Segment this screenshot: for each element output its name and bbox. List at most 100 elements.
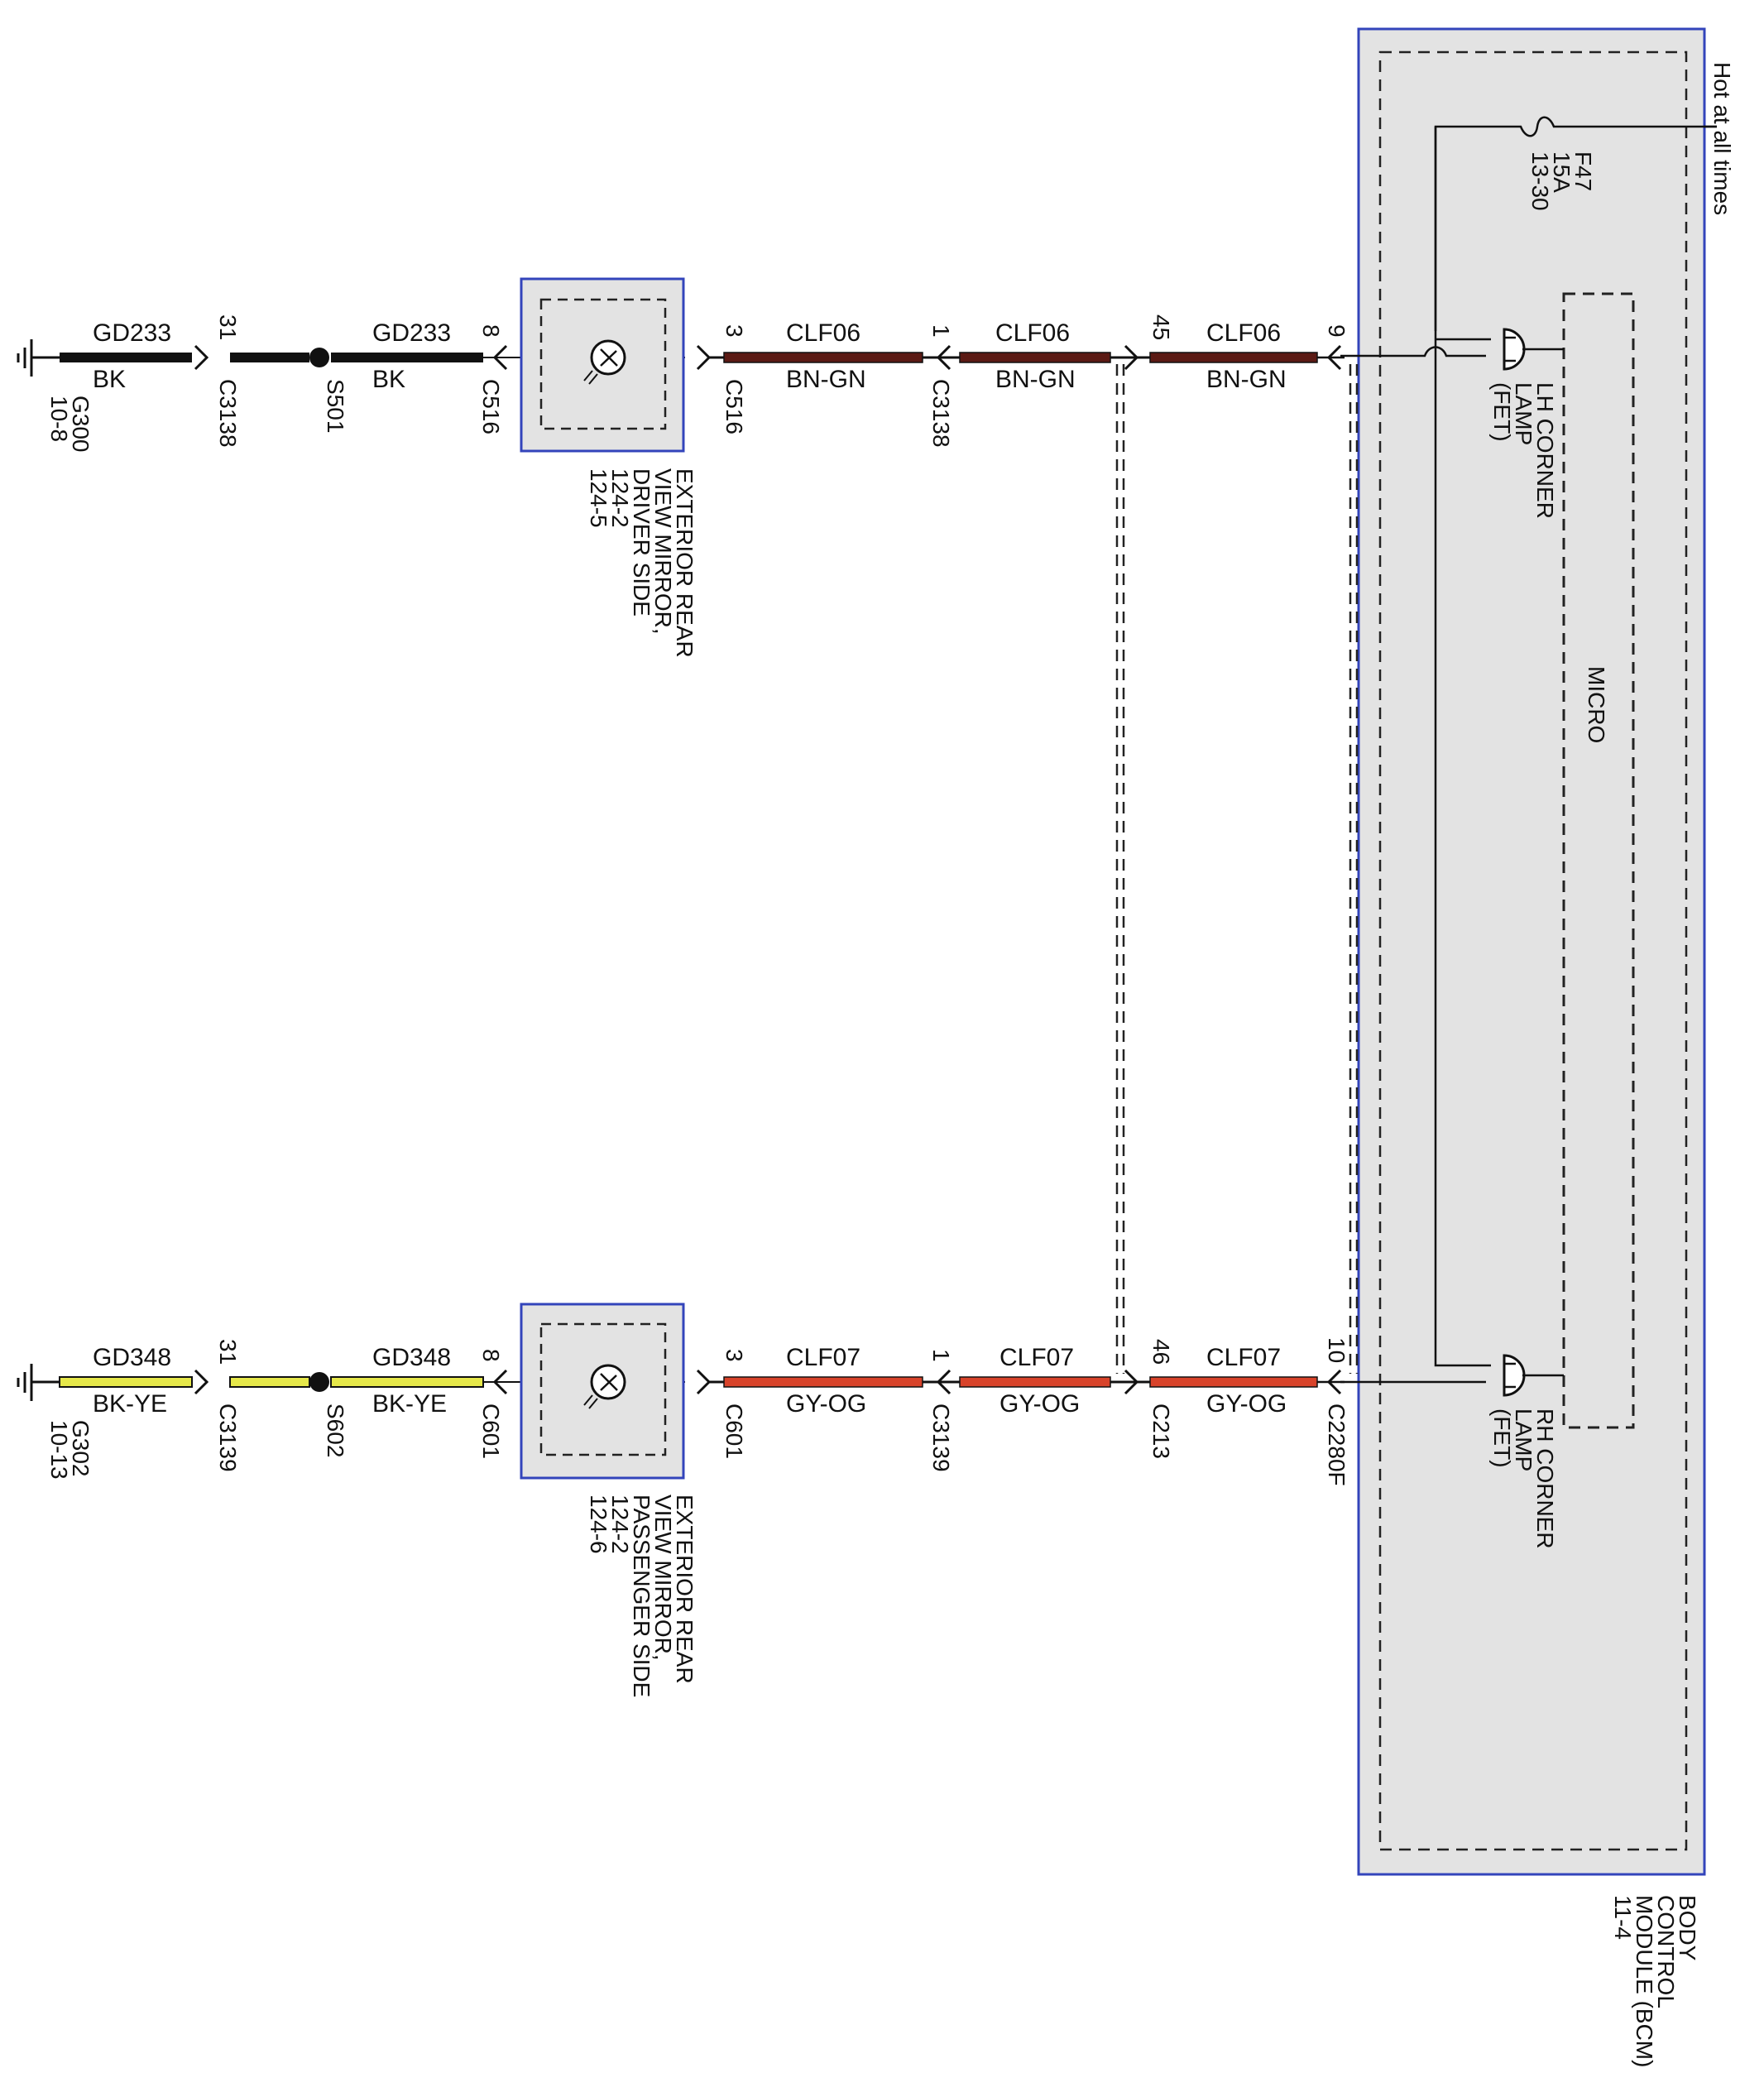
c3138-connector-icon [194,344,209,371]
passenger-mirror-label-3: PASSENGER SIDE [629,1495,654,1697]
seg3-circuit-label: CLF06 [786,319,860,347]
seg4-circuit-label: CLF06 [995,319,1070,347]
wire-clf06-seg3 [723,352,923,363]
splice-s501-label: S501 [323,379,348,433]
rh-corner-lamp-icon [1503,1354,1526,1397]
bcm-pin9-connector-icon [1326,344,1342,371]
bcm-pin10-label: 10 [1324,1337,1349,1363]
passenger-mirror-label-5: 124-6 [586,1495,611,1554]
ground-g300-label: G300 [68,396,93,453]
passenger-mirror-label-1: EXTERIOR REAR [672,1495,697,1684]
c213-label: C213 [1148,1403,1174,1459]
rh-lamp-label-3: (FET) [1489,1408,1515,1468]
ground-g302-ref: 10-13 [46,1420,72,1480]
mirror-out-conn-label: C516 [721,379,747,434]
mirror-out-pin-label: 3 [721,324,747,338]
wire-gd233-seg1b [230,353,309,362]
c601-out-connector-icon [696,1369,712,1395]
mirror-out-pin-label-b: 3 [721,1349,747,1362]
seg2-color-label-b: BK-YE [372,1390,447,1418]
mirror-in-pin-label-b: 8 [478,1349,504,1362]
wire-clf06-seg4 [959,352,1111,363]
micro-box [1562,292,1635,1429]
mid-conn-label: C3138 [928,379,954,448]
seg4-color-label: BN-GN [995,366,1076,393]
lh-lamp-label-3: (FET) [1489,382,1515,442]
splice-s602-icon [309,1372,329,1392]
wire-gd348-seg2 [330,1376,484,1388]
wire-clf07-seg4 [959,1376,1111,1388]
wire-gd233-seg2 [331,353,483,362]
seg2-circuit-label: GD233 [372,319,451,347]
seg1-color-label-b: BK-YE [93,1390,167,1418]
c3138-pin-label: 31 [215,314,241,340]
micro-label: MICRO [1584,666,1609,743]
seg5-color-label: BN-GN [1206,366,1287,393]
splice-s602-label: S602 [323,1403,348,1457]
rh-lamp-label-2: LAMP [1511,1408,1536,1471]
mirror-out-conn-label-b: C601 [721,1403,747,1459]
mid-conn-label-b: C3139 [928,1403,954,1472]
passenger-mirror-label-2: VIEW MIRROR, [650,1495,676,1661]
c3139-connector-icon [194,1369,209,1395]
seg3-color-label-b: GY-OG [786,1390,866,1418]
fuse-rating-label: 15A [1549,151,1575,193]
seg1-circuit-label: GD233 [93,319,171,347]
fuse-label: F47 [1570,151,1596,191]
seg3-color-label: BN-GN [786,366,866,393]
pin45-label: 45 [1148,314,1174,340]
hot-at-all-times-label: Hot at all times [1709,62,1735,215]
c3139-name-label: C3139 [215,1403,241,1472]
lh-corner-lamp-icon [1503,328,1526,371]
seg5-circuit-label: CLF06 [1206,319,1281,347]
wire-clf07-seg3 [723,1376,923,1388]
bcm-c2280f-label: C2280F [1324,1403,1349,1486]
bcm-pin9-label: 9 [1324,324,1349,338]
wire-clf06-seg5 [1149,352,1318,363]
driver-mirror-label-5: 124-5 [586,468,611,528]
bplus-feed-wire [1434,116,1717,1367]
ground-g302-label: G302 [68,1420,93,1477]
seg1-circuit-label-b: GD348 [93,1344,171,1371]
seg5-circuit-label-b: CLF07 [1206,1344,1281,1371]
wire-clf07-seg5 [1149,1376,1318,1388]
bcm-name-2: CONTROL [1653,1895,1679,2008]
bcm-name-1: BODY [1675,1895,1700,1961]
bcm-inner-dashed-box [1378,50,1688,1851]
wire-gd348-seg1 [59,1376,193,1388]
driver-mirror-label-2: VIEW MIRROR, [650,468,676,635]
c3139-pin-label: 31 [215,1339,241,1365]
lh-lamp-output-wire [1340,346,1486,357]
mirror-in-conn-label-b: C601 [478,1403,504,1459]
bcm-pin10-connector-icon [1326,1369,1342,1395]
bcm-name-3: MODULE (BCM) [1632,1895,1657,2067]
c516-out-connector-icon [696,344,712,371]
mid-pin-label: 1 [928,324,954,338]
driver-mirror-label-3: DRIVER SIDE [629,468,654,617]
driver-mirror-label-4: 124-2 [607,468,633,528]
mid-pin-label-b: 1 [928,1349,954,1362]
driver-mirror-label-1: EXTERIOR REAR [672,468,697,658]
mirror-in-conn-label: C516 [478,379,504,434]
splice-s501-icon [309,348,329,367]
seg4-circuit-label-b: CLF07 [999,1344,1074,1371]
c3138-name-label: C3138 [215,379,241,448]
mirror-in-pin-label: 8 [478,324,504,338]
wire-gd233-seg1 [60,353,192,362]
rh-lamp-label-1: RH CORNER [1532,1408,1558,1549]
top-circuit: G300 10-8 EXTERIOR REAR V [17,277,1349,658]
passenger-mirror-lamp-icon [583,1364,626,1409]
seg3-circuit-label-b: CLF07 [786,1344,860,1371]
bottom-circuit: G302 10-13 EXTERIOR REAR VIEW MIRROR, [17,1303,1349,1697]
ground-g300-ref: 10-8 [46,396,72,442]
driver-mirror-lamp-icon [583,339,626,385]
lh-lamp-label-2: LAMP [1511,382,1536,445]
lh-lamp-label-1: LH CORNER [1532,382,1558,519]
wire-gd348-seg1b [229,1376,310,1388]
seg2-color-label: BK [372,366,405,393]
bcm-module-box [1357,27,1706,1876]
seg1-color-label: BK [93,366,126,393]
seg2-circuit-label-b: GD348 [372,1344,451,1371]
seg4-color-label-b: GY-OG [999,1390,1080,1418]
